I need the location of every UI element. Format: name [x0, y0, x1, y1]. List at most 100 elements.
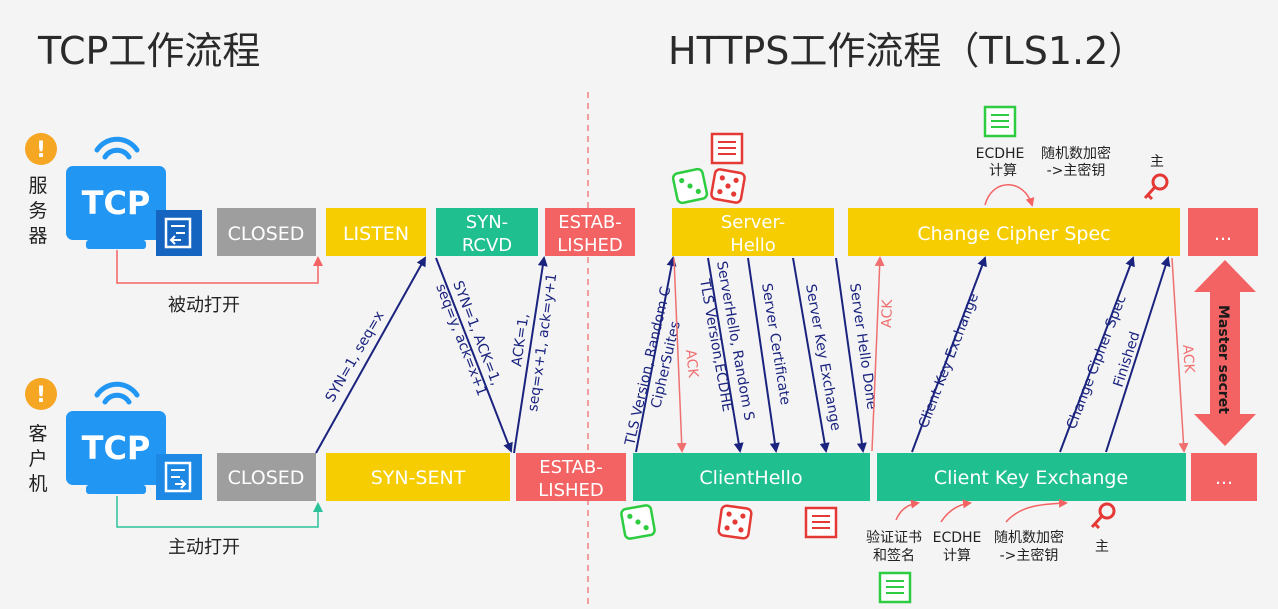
server-state-server-hello-line2: Hello: [730, 235, 776, 256]
document-icon-red-client: [804, 506, 838, 539]
server-device-label: TCP: [82, 184, 151, 222]
svg-text:!: !: [36, 138, 46, 163]
client-state-client-hello: [633, 453, 870, 501]
client-state-established: [516, 453, 626, 501]
client-state-client-key-exchange: [877, 453, 1186, 501]
client-role-char-1: 客: [28, 423, 47, 445]
server-state-change-cipher-spec-label: Change Cipher Spec: [917, 223, 1110, 245]
tcp-ack-label-1: ACK=1,: [509, 312, 532, 367]
warning-icon-server: [25, 133, 57, 165]
server-monitor-icon: [66, 166, 166, 240]
server-ecdhe-label-2: 计算: [989, 163, 1017, 179]
passive-open-label: 被动打开: [168, 295, 240, 316]
server-ecdhe-label-1: ECDHE: [976, 146, 1025, 162]
client-state-closed: [217, 453, 316, 501]
client-state-client-hello-label: ClientHello: [699, 467, 802, 489]
document-icon-red-server: [710, 132, 744, 165]
tls-ack-3-arrow: [1171, 257, 1189, 453]
server-master-label: 主: [1150, 154, 1164, 170]
document-icon-green-server: [983, 105, 1017, 138]
tcp-synack-arrow: [435, 257, 513, 453]
dice-icon-green-client: [620, 504, 656, 540]
document-icon-green-client: [878, 571, 912, 604]
key-icon-server: [1143, 173, 1169, 201]
client-verify-curve-arrow: [895, 499, 920, 521]
server-random-label-1: 随机数加密: [1041, 145, 1111, 162]
tls-server-key-exchange-arrow: [792, 257, 830, 453]
client-state-more-label: ...: [1215, 467, 1233, 489]
client-state-more: [1191, 453, 1257, 501]
client-role-char-2: 户: [28, 448, 47, 470]
tls-ack-1-label: ACK: [682, 349, 701, 380]
server-role-char-3: 器: [28, 225, 47, 247]
server-state-closed: [217, 208, 316, 256]
server-state-listen-label: LISTEN: [343, 223, 409, 245]
client-state-syn-sent-label: SYN-SENT: [371, 467, 466, 489]
master-secret-double-arrow: [1194, 260, 1256, 446]
client-device-label: TCP: [82, 429, 151, 467]
client-verify-label-1: 验证证书: [866, 530, 922, 546]
server-state-syn-rcvd-line1: SYN-: [466, 212, 508, 233]
active-open-label: 主动打开: [168, 537, 240, 558]
wifi-icon-server: [94, 136, 140, 153]
tls-client-key-exchange-label: Client Key Exchange: [916, 291, 982, 430]
tls-server-certificate-label: Server Certificate: [758, 282, 793, 406]
client-state-syn-sent: [326, 453, 510, 501]
client-state-established-line2: LISHED: [538, 480, 604, 501]
wifi-icon-client: [94, 381, 140, 398]
server-state-server-hello-line1: Server-: [721, 212, 785, 233]
client-random-label-2: ->主密钥: [1000, 547, 1059, 564]
server-state-syn-rcvd: [436, 208, 538, 256]
client-verify-label-2: 和签名: [873, 547, 915, 564]
client-ecdhe-label-2: 计算: [943, 548, 971, 564]
tcp-title: TCP工作流程: [37, 29, 260, 73]
server-state-established-line1: ESTAB-: [558, 212, 622, 233]
server-role-char-2: 务: [28, 200, 47, 222]
key-icon-client: [1090, 502, 1116, 530]
master-secret-label: Master secret: [1215, 305, 1231, 414]
dice-icon-red-server: [710, 168, 746, 204]
server-state-syn-rcvd-line2: RCVD: [462, 235, 512, 256]
server-state-established-line2: LISHED: [557, 235, 623, 256]
client-state-client-key-exchange-label: Client Key Exchange: [934, 467, 1128, 489]
server-state-server-hello: [672, 208, 834, 256]
tls-client-key-exchange-arrow: [911, 256, 987, 453]
passive-open-connector: [116, 250, 323, 284]
client-device: ! 客 户 机 TCP: [25, 378, 202, 500]
tls-server-key-exchange-label: Server Key Exchange: [802, 283, 844, 432]
warning-icon-client: [25, 378, 57, 410]
tls-ack-2-label: ACK: [879, 298, 896, 328]
tls-ack-3-label: ACK: [1179, 344, 1197, 374]
server-state-listen: [326, 208, 426, 256]
client-monitor-icon: [66, 411, 166, 485]
dice-icon-red-client: [717, 504, 753, 540]
svg-text:!: !: [36, 383, 46, 408]
server-state-change-cipher-spec: [848, 208, 1180, 256]
active-open-connector: [116, 496, 323, 528]
tcp-syn-label: SYN=1, seq=x: [323, 308, 388, 405]
tls-server-certificate-arrow: [747, 257, 780, 453]
client-role-char-3: 机: [28, 473, 47, 495]
server-state-more-label: ...: [1214, 223, 1232, 245]
tls-finished-arrow: [1105, 256, 1171, 453]
tcp-ack-arrow: [513, 256, 548, 454]
https-title: HTTPS工作流程（TLS1.2）: [668, 29, 1146, 73]
tls-server-hello-arrow: [707, 257, 744, 453]
client-state-closed-label: CLOSED: [228, 467, 305, 489]
client-master-label: 主: [1095, 539, 1109, 555]
server-device: ! 服 务 器 TCP: [25, 133, 202, 256]
server-state-more: [1188, 208, 1258, 256]
tls-finished-label: Finished: [1111, 330, 1144, 389]
dice-icon-green-server: [671, 167, 709, 205]
server-random-label-2: ->主密钥: [1047, 162, 1106, 179]
client-ecdhe-label-1: ECDHE: [933, 530, 982, 546]
server-state-closed-label: CLOSED: [228, 223, 305, 245]
client-random-label-1: 随机数加密: [994, 529, 1064, 546]
tls-server-hello-done-arrow: [835, 257, 867, 453]
server-ecdhe-curve-arrow: [984, 184, 1035, 207]
server-state-established: [545, 208, 635, 256]
client-state-established-line1: ESTAB-: [539, 457, 603, 478]
tls-ack-2-arrow: [871, 256, 885, 452]
tls-ack-1-arrow: [673, 257, 687, 453]
